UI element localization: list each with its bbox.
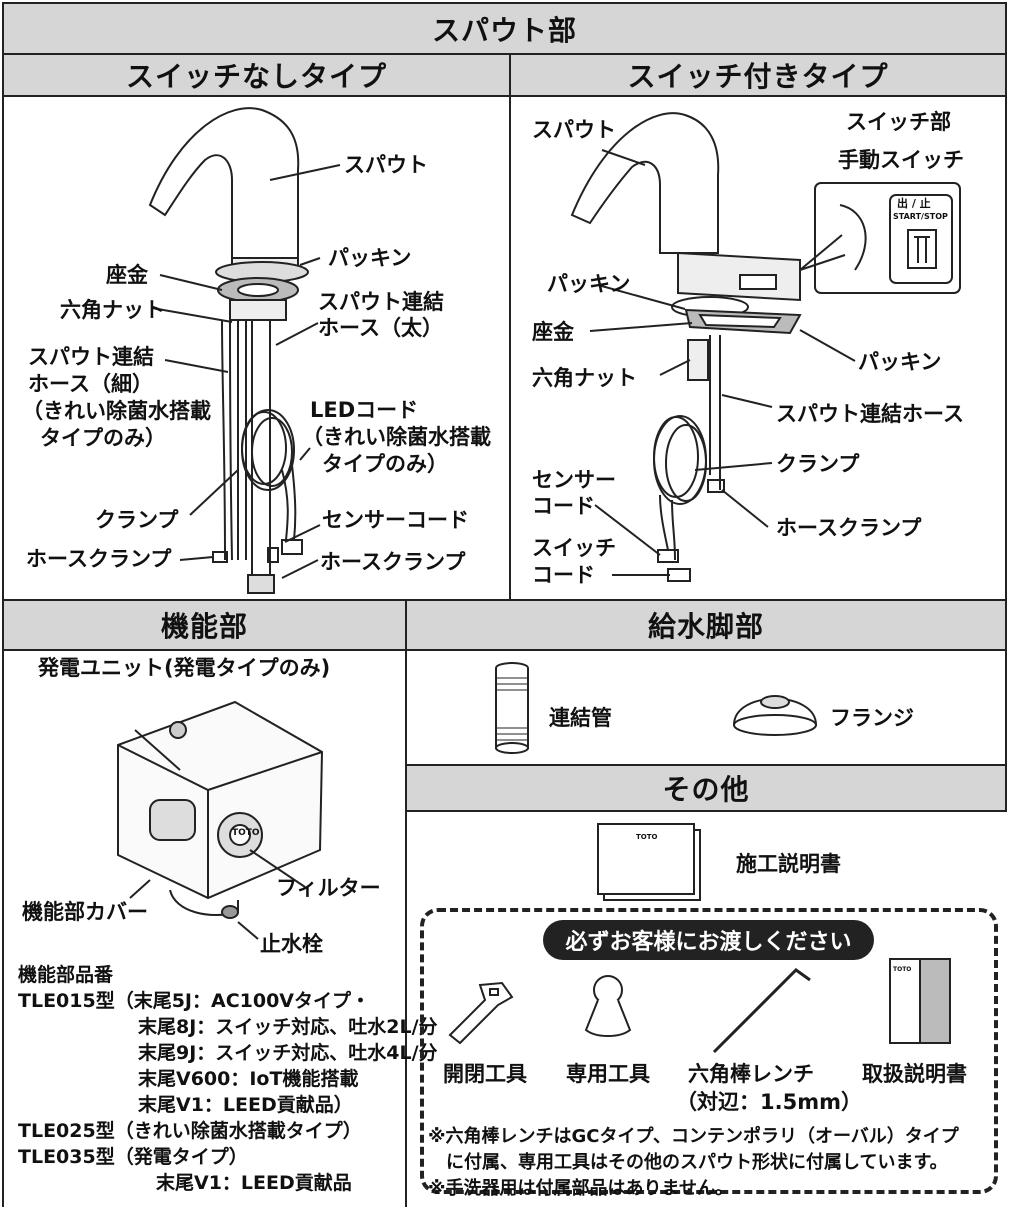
spout-with-switch-illustration [570, 112, 961, 582]
label-washer: 座金 [106, 263, 148, 287]
label-ws-hose-clamp: ホースクランプ [776, 516, 922, 540]
label-function-cover: 機能部カバー [22, 900, 148, 924]
label-led-cord-2: （きれい除菌水搭載 [302, 425, 491, 449]
function-unit-illustration [117, 700, 324, 940]
label-hose-thin-4: タイプのみ） [40, 426, 166, 450]
label-ws-hex-nut: 六角ナット [532, 366, 637, 390]
label-hex-nut: 六角ナット [60, 298, 165, 322]
install-manual-illustration [597, 823, 701, 901]
label-hose-thin-3: （きれい除菌水搭載 [22, 399, 211, 423]
note-line2: に付属、専用工具はその他のスパウト形状に付属しています。 [446, 1152, 948, 1173]
switch-face-text-en: START/STOP [893, 212, 948, 221]
label-ws-switch-cord-2: コード [532, 563, 595, 587]
spout-section-header: スパウト部 [4, 4, 1005, 53]
flange-illustration [732, 695, 818, 736]
parts-line4: 末尾V600：IoT機能搭載 [138, 1068, 359, 1090]
with-switch-type-header: スイッチ付きタイプ [511, 55, 1005, 95]
label-hose-thick: スパウト連結 [318, 290, 444, 314]
function-section-header: 機能部 [4, 601, 405, 649]
label-spout: スパウト [344, 153, 428, 177]
label-generator-unit: 発電ユニット(発電タイプのみ) [38, 656, 331, 680]
label-stop-valve: 止水栓 [260, 932, 323, 956]
parts-title: 機能部品番 [18, 964, 114, 986]
switch-face-text: 出 / 止 [897, 197, 931, 210]
parts-line1: TLE015型（末尾5J：AC100Vタイプ・ [18, 990, 371, 1012]
label-user-manual: 取扱説明書 [862, 1062, 967, 1086]
label-clamp: クランプ [95, 508, 179, 532]
parts-line8: 末尾V1：LEED貢献品 [156, 1172, 352, 1194]
label-ws-packing-bottom: パッキン [858, 350, 942, 374]
label-led-cord: LEDコード [310, 398, 419, 422]
note-line3: ※手洗器用は付属部品はありません。 [428, 1178, 733, 1199]
label-ws-washer: 座金 [532, 320, 574, 344]
label-hose-thin-2: ホース（細） [28, 372, 153, 396]
label-tool-special: 専用工具 [566, 1062, 650, 1086]
label-hose-thin: スパウト連結 [28, 345, 154, 369]
label-ws-packing-top: パッキン [547, 272, 631, 296]
no-switch-type-header: スイッチなしタイプ [4, 55, 509, 95]
connecting-pipe-illustration [495, 662, 529, 754]
label-tool-open: 開閉工具 [443, 1062, 527, 1086]
label-install-manual: 施工説明書 [736, 852, 841, 876]
label-ws-sensor: センサー [532, 468, 616, 492]
label-ws-hose: スパウト連結ホース [776, 402, 964, 426]
label-filter: フィルター [276, 876, 381, 900]
label-hose-clamp-right: ホースクランプ [320, 550, 466, 574]
label-sensor-cord: センサーコード [322, 508, 469, 532]
label-flange: フランジ [830, 706, 914, 730]
label-ws-switch-cord: スイッチ [532, 536, 616, 560]
label-ws-clamp: クランプ [776, 452, 860, 476]
hex-wrench-icon [712, 968, 811, 1054]
user-manual-logo: TOTO [893, 966, 912, 973]
label-manual-switch: 手動スイッチ [838, 148, 964, 172]
supply-section-header: 給水脚部 [407, 601, 1005, 649]
hand-over-banner: 必ずお客様にお渡しください [543, 920, 874, 960]
label-pipe: 連結管 [549, 706, 612, 730]
special-tool-icon [584, 975, 632, 1037]
parts-line3: 末尾9J：スイッチ対応、吐水4L/分 [138, 1042, 438, 1064]
parts-line5: 末尾V1：LEED貢献品） [138, 1094, 353, 1116]
label-packing: パッキン [328, 246, 412, 270]
open-close-tool-icon [448, 981, 514, 1045]
other-section-header: その他 [407, 766, 1005, 810]
parts-line7: TLE035型（発電タイプ） [18, 1146, 248, 1168]
label-hose-thick-2: ホース（太） [318, 316, 443, 340]
label-hex-size: （対辺：1.5mm） [676, 1090, 862, 1114]
label-ws-spout: スパウト [532, 118, 616, 142]
label-led-cord-3: タイプのみ） [322, 452, 448, 476]
parts-line2: 末尾8J：スイッチ対応、吐水2L/分 [138, 1016, 438, 1038]
install-manual-logo: TOTO [636, 833, 658, 841]
user-manual-icon [889, 958, 951, 1044]
note-line1: ※六角棒レンチはGCタイプ、コンテンポラリ（オーバル）タイプ [428, 1126, 959, 1147]
spout-no-switch-illustration [148, 107, 341, 594]
brand-mark: TOTO [232, 828, 260, 838]
accessory-dashed-box [420, 908, 998, 1194]
label-hose-clamp-left: ホースクランプ [26, 547, 172, 571]
parts-line6: TLE025型（きれい除菌水搭載タイプ） [18, 1120, 362, 1142]
label-ws-sensor-2: コード [532, 494, 595, 518]
label-hex-wrench: 六角棒レンチ [688, 1062, 814, 1086]
label-switch-part: スイッチ部 [846, 110, 951, 134]
